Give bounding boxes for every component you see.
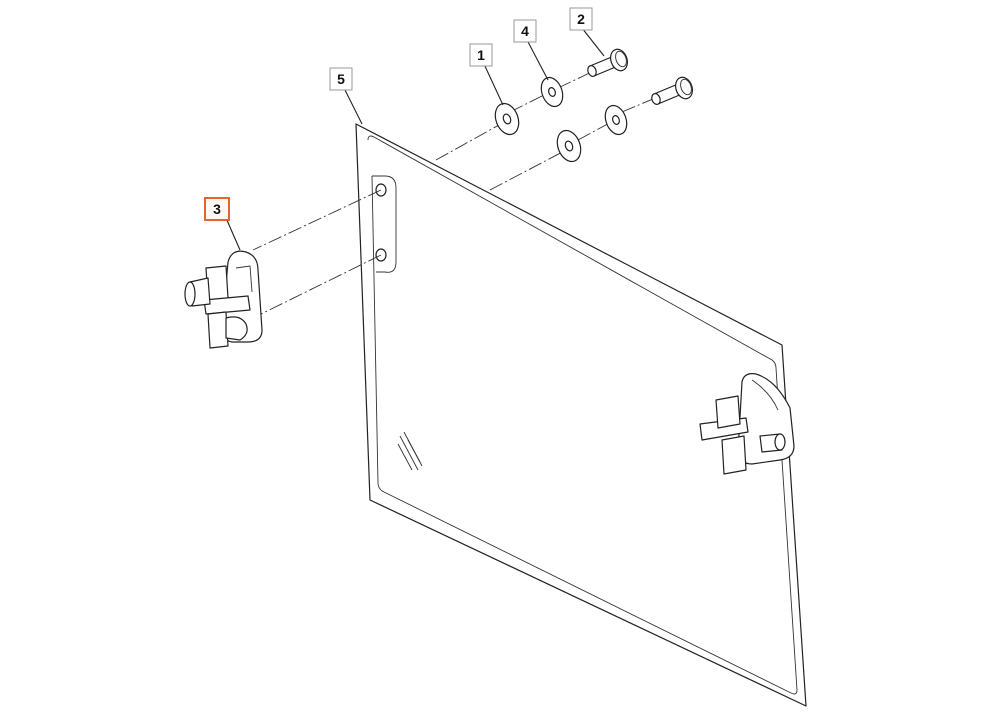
- callout-2[interactable]: 2: [569, 7, 593, 31]
- callout-leaders: [225, 27, 605, 251]
- callout-4[interactable]: 4: [513, 19, 537, 43]
- washer-4-lower[interactable]: [601, 102, 630, 137]
- callout-5[interactable]: 5: [329, 67, 353, 91]
- bolt-2-upper[interactable]: [586, 47, 630, 78]
- assembly-centerlines: [252, 67, 661, 319]
- hinge-bracket-right[interactable]: [699, 373, 795, 475]
- callout-4-label: 4: [521, 23, 529, 39]
- washer-1-upper[interactable]: [491, 100, 523, 138]
- callout-1[interactable]: 1: [469, 43, 493, 67]
- callout-2-label: 2: [577, 11, 585, 27]
- callout-3-label: 3: [213, 201, 221, 217]
- washer-1-lower[interactable]: [553, 127, 585, 165]
- callout-3[interactable]: 3: [204, 197, 230, 221]
- callout-5-label: 5: [337, 71, 345, 87]
- hinge-bracket-left[interactable]: [184, 250, 263, 349]
- glass-panel[interactable]: [355, 123, 807, 707]
- bolt-2-lower[interactable]: [650, 75, 695, 106]
- washer-4-upper[interactable]: [537, 74, 566, 109]
- callout-1-label: 1: [477, 47, 485, 63]
